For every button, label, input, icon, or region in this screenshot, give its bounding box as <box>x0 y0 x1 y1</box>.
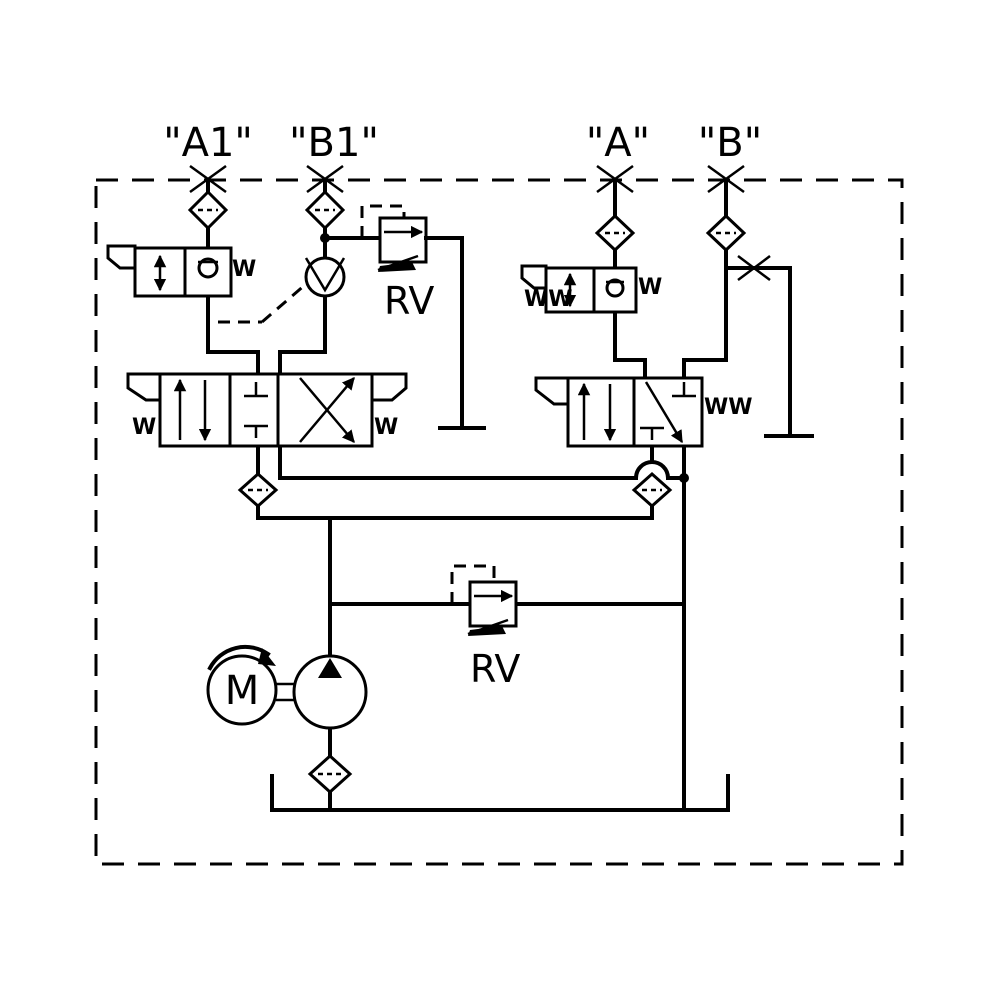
solenoid-valve-a1: W <box>106 244 256 298</box>
relief-valve-lower <box>450 564 518 636</box>
port-label-a: "A" <box>586 120 650 166</box>
port-label-b: "B" <box>698 120 762 166</box>
reservoir-tank <box>270 774 730 812</box>
pilot-check-valve <box>218 256 346 324</box>
svg-text:W: W <box>374 415 398 440</box>
port-plug-branch-b <box>737 255 771 281</box>
hydraulic-pump <box>292 654 368 730</box>
port-label-a1: "A1" <box>163 120 253 166</box>
left-circuit-lines <box>206 178 654 520</box>
svg-text:W: W <box>132 415 156 440</box>
filter-suction <box>307 753 353 795</box>
relief-valve-upper-label: RV <box>384 279 434 323</box>
port-label-b1: "B1" <box>289 120 379 166</box>
filter-b <box>705 213 747 253</box>
relief-valve-lower-label: RV <box>470 647 520 691</box>
svg-text:WW: WW <box>704 395 753 420</box>
motor-label: M <box>225 668 260 714</box>
filter-a1 <box>187 189 229 231</box>
svg-text:W: W <box>232 257 256 282</box>
electric-motor <box>206 644 278 726</box>
enclosure-boundary <box>94 178 904 866</box>
relief-valve-upper <box>323 204 486 430</box>
directional-valve-left: W W <box>126 372 408 448</box>
motor-pump-coupling <box>276 682 294 702</box>
svg-text:WW: WW <box>524 287 573 312</box>
filter-pressure-right <box>631 471 673 509</box>
directional-valve-right: WW <box>534 376 753 448</box>
solenoid-valve-a: W WW <box>520 264 662 314</box>
svg-text:W: W <box>638 275 662 300</box>
right-circuit-lines <box>613 178 814 812</box>
pump-lines <box>328 516 686 812</box>
filter-a <box>594 213 636 253</box>
junction-return <box>679 473 689 483</box>
filter-pressure-left <box>237 471 279 509</box>
filter-b1 <box>304 189 346 231</box>
